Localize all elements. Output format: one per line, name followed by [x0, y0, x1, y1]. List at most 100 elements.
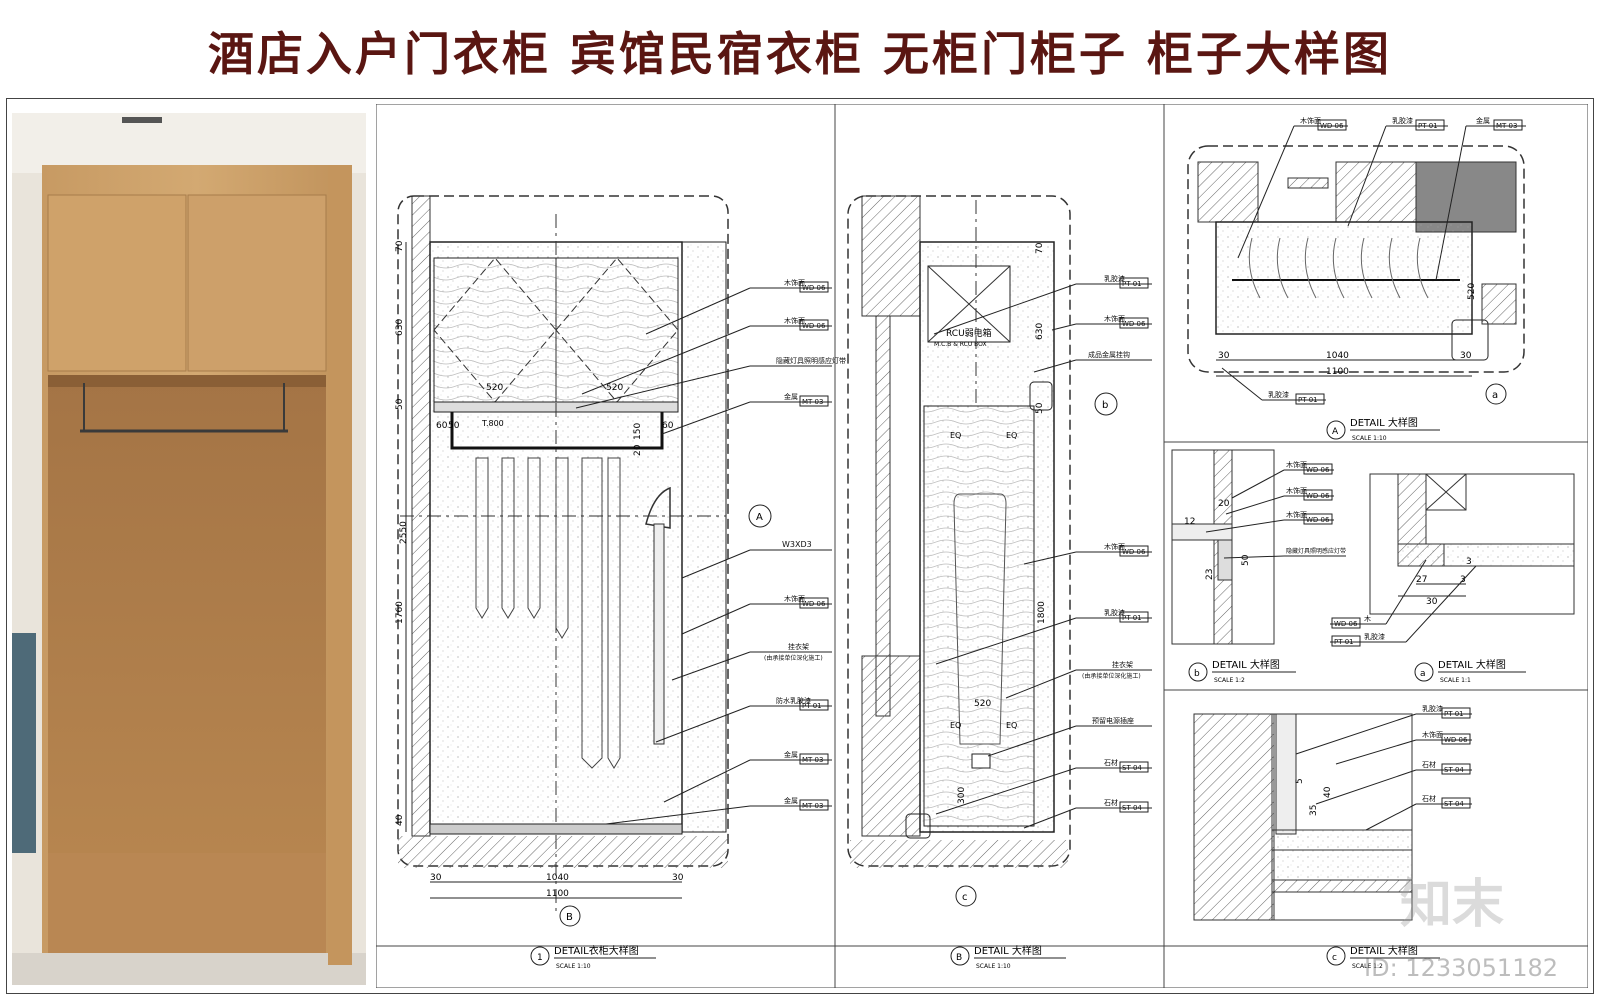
svg-text:27: 27 [1416, 575, 1427, 585]
svg-text:金属: 金属 [784, 796, 798, 805]
upper-left-door [47, 194, 187, 372]
dim-50: 50 [395, 398, 405, 410]
svg-text:50: 50 [1035, 402, 1045, 414]
compartment-top-shadow [48, 375, 326, 387]
svg-text:WD 06: WD 06 [802, 322, 826, 330]
image-id-watermark: ID: 1233051182 [1364, 954, 1558, 982]
svg-text:1: 1 [537, 953, 543, 963]
svg-text:乳胶漆: 乳胶漆 [1104, 274, 1125, 283]
svg-text:WD 06: WD 06 [802, 284, 826, 292]
detail-a-section: 27 3 30 3 [1369, 473, 1575, 615]
svg-text:1800: 1800 [1037, 601, 1047, 624]
cad-drawing: 70 630 50 2550 1760 40 150 20 520 520 60… [375, 103, 1589, 989]
detail-1-label: 1 DETAIL衣柜大样图 SCALE 1:10 [530, 944, 656, 970]
svg-text:EQ: EQ [950, 431, 961, 440]
svg-text:木饰面: 木饰面 [784, 278, 805, 287]
rcu-box-title: RCU弱电箱 [946, 327, 992, 339]
svg-text:c: c [962, 892, 968, 903]
wardrobe-photo [12, 113, 366, 985]
svg-text:30: 30 [430, 873, 442, 883]
svg-text:50: 50 [448, 421, 460, 431]
svg-text:石材: 石材 [1104, 798, 1118, 807]
dim-70: 70 [395, 240, 405, 252]
svg-text:WD 06: WD 06 [1320, 122, 1344, 130]
leader-1-10: 金属 MT 03 [605, 796, 832, 825]
marker-A [748, 504, 772, 528]
svg-text:30: 30 [1460, 351, 1472, 361]
marker-B [559, 905, 581, 927]
detail-a-scale: SCALE 1:1 [1440, 677, 1471, 684]
leader-B-3: 成品金属挂钩 [1033, 350, 1152, 373]
svg-text:(由承接单位深化施工): (由承接单位深化施工) [1082, 672, 1141, 680]
dim-520-right: 520 [606, 383, 623, 393]
svg-text:40: 40 [1323, 786, 1333, 798]
drawing-frame [6, 98, 1594, 994]
svg-text:防水乳胶漆: 防水乳胶漆 [776, 696, 811, 705]
svg-text:石材: 石材 [1422, 794, 1436, 803]
detail-B-title: DETAIL 大样图 [974, 944, 1042, 957]
leader-B-9: 石材 ST 04 [1023, 798, 1152, 829]
leader-B-7: 预留电源插座 [987, 716, 1152, 757]
svg-text:ST 04: ST 04 [1122, 804, 1142, 812]
svg-text:WD 06: WD 06 [1334, 620, 1358, 628]
svg-text:ST 04: ST 04 [1444, 766, 1464, 774]
svg-text:乳胶漆: 乳胶漆 [1422, 704, 1443, 713]
upper-right-door [187, 194, 327, 372]
svg-text:60: 60 [662, 421, 674, 431]
detail-b-scale: SCALE 1:2 [1214, 677, 1245, 684]
svg-text:EQ: EQ [950, 721, 961, 730]
svg-text:35: 35 [1309, 805, 1319, 816]
svg-text:木饰面: 木饰面 [1286, 510, 1307, 519]
detail-B-scale: SCALE 1:10 [976, 963, 1011, 970]
svg-text:MT 03: MT 03 [802, 802, 823, 810]
detail-a-title: DETAIL 大样图 [1438, 658, 1506, 671]
svg-text:WD 06: WD 06 [1122, 548, 1146, 556]
svg-text:30: 30 [1218, 351, 1230, 361]
floor [12, 953, 366, 985]
svg-text:a: a [1420, 669, 1426, 679]
svg-text:乳胶漆: 乳胶漆 [1392, 116, 1413, 125]
svg-text:木饰面: 木饰面 [784, 594, 805, 603]
svg-text:PT 01: PT 01 [1444, 710, 1464, 718]
marker-b [1094, 392, 1118, 416]
svg-text:12: 12 [1184, 517, 1195, 527]
svg-text:金属: 金属 [784, 392, 798, 401]
svg-text:23: 23 [1205, 569, 1215, 580]
marker-c [955, 885, 977, 907]
detail-B-section: RCU弱电箱 M.C.B & RCU BOX 70 630 50 1800 30… [847, 195, 1118, 907]
dim-A-1100: 1100 [1326, 367, 1349, 377]
svg-text:PT 01: PT 01 [1122, 614, 1142, 622]
ceiling-vent [122, 117, 162, 123]
detail-c-label: c DETAIL 大样图 SCALE 1:2 [1326, 944, 1440, 970]
svg-text:ST 04: ST 04 [1122, 764, 1142, 772]
detail-b-section: 20 12 23 50 [1171, 449, 1275, 645]
svg-text:60: 60 [436, 421, 448, 431]
detail-1-elevation: 70 630 50 2550 1760 40 150 20 520 520 60… [395, 195, 772, 927]
page-title: 酒店入户门衣柜 宾馆民宿衣柜 无柜门柜子 柜子大样图 [207, 27, 1393, 81]
leader-B-8: 石材 ST 04 [935, 758, 1152, 815]
svg-text:630: 630 [1035, 323, 1045, 340]
ceiling [12, 113, 366, 173]
svg-text:ST 04: ST 04 [1444, 800, 1464, 808]
svg-text:石材: 石材 [1104, 758, 1118, 767]
svg-text:木饰面: 木饰面 [1422, 730, 1443, 739]
bottom-base [48, 853, 326, 953]
dim-20: 20 [633, 444, 643, 456]
svg-text:520: 520 [1467, 283, 1477, 300]
svg-text:木饰面: 木饰面 [1104, 314, 1125, 323]
svg-text:30: 30 [1426, 597, 1438, 607]
rcu-box-subtitle: M.C.B & RCU BOX [934, 341, 987, 348]
svg-text:EQ: EQ [1006, 431, 1017, 440]
detail-1-scale: SCALE 1:10 [556, 963, 591, 970]
svg-text:隐藏灯具照明感应灯带: 隐藏灯具照明感应灯带 [776, 356, 846, 365]
svg-text:EQ: EQ [1006, 721, 1017, 730]
svg-text:50: 50 [1241, 554, 1251, 566]
svg-text:PT 01: PT 01 [1122, 280, 1142, 288]
